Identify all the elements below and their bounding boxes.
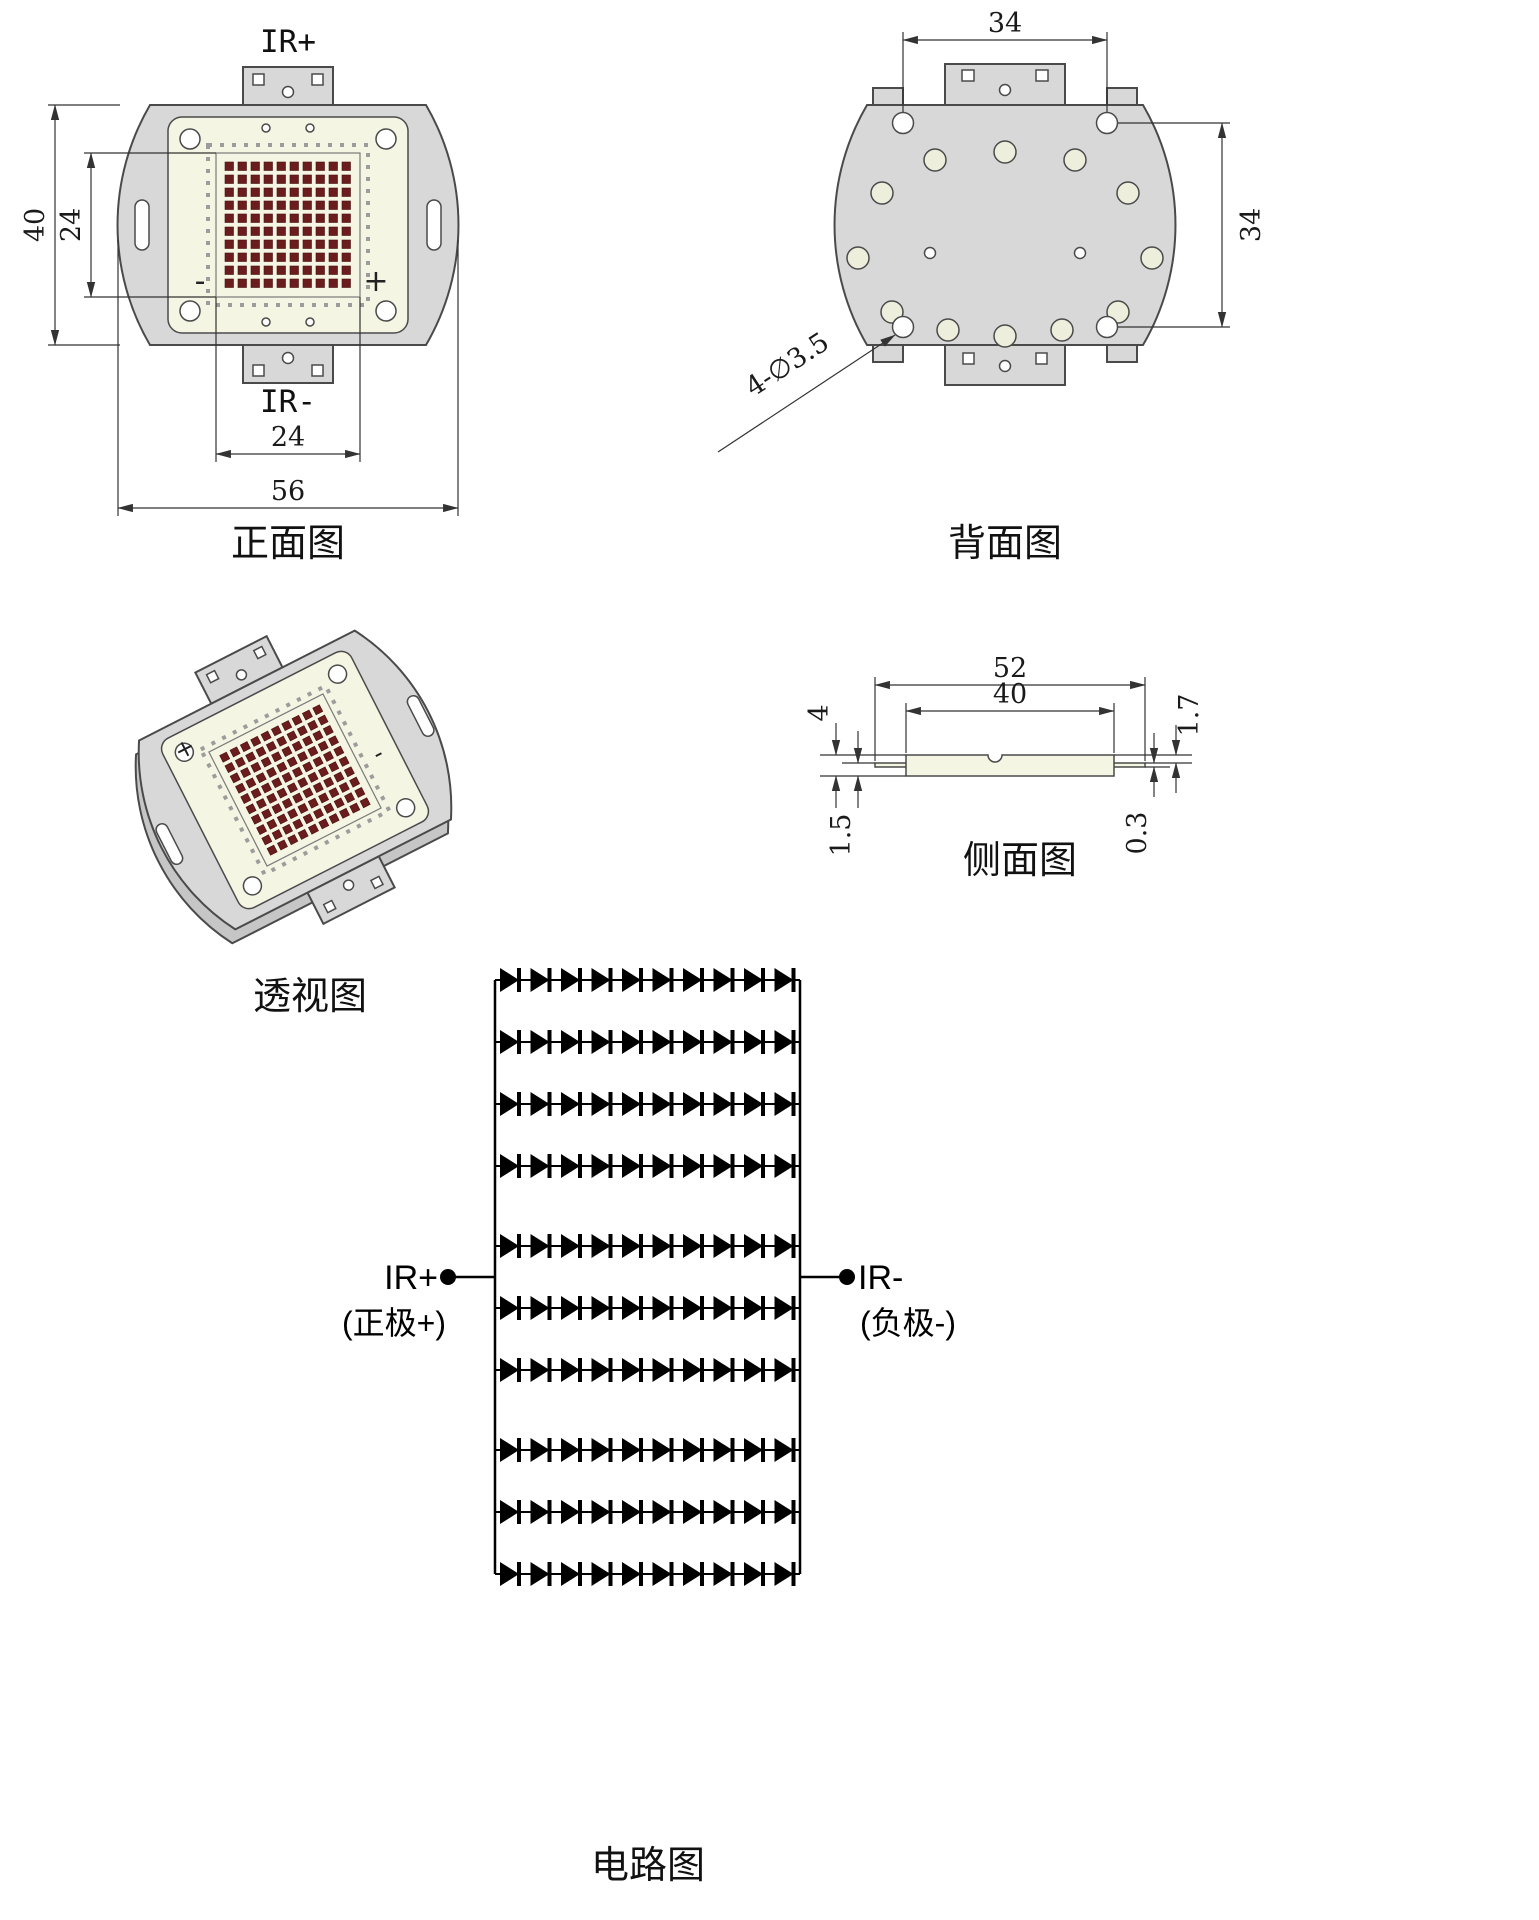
back-edge-tab <box>872 87 904 106</box>
front-tab-hole <box>281 351 295 365</box>
side-body-profile <box>905 754 1115 777</box>
perspective-module: + - <box>134 629 453 945</box>
side-dim-lead-thickness: 0.3 <box>1122 812 1153 855</box>
perspective-tab-notch <box>369 875 385 890</box>
side-view-svg: 52 40 4 1.5 1.7 <box>804 653 1205 882</box>
back-edge-tab <box>1106 87 1138 106</box>
anode-note: (正极+) <box>342 1305 446 1341</box>
front-dim-led-width: 24 <box>271 422 305 453</box>
front-pin-hole <box>261 317 271 327</box>
side-view: 52 40 4 1.5 1.7 <box>740 625 1260 895</box>
front-tab-hole <box>281 85 295 99</box>
back-tab-notch <box>961 69 975 82</box>
front-view: - + 40 24 24 56 IR+ IR- 正面图 <box>10 0 530 580</box>
back-view-svg: 34 34 4-∅3.5 背面图 <box>717 8 1267 565</box>
back-ring-holes <box>846 140 1164 348</box>
front-slot <box>134 199 150 251</box>
front-tab-notch <box>311 73 324 86</box>
front-pin-hole <box>305 123 315 133</box>
perspective-slot <box>406 694 435 737</box>
cathode-note: (负极-) <box>860 1305 956 1341</box>
perspective-led-area <box>208 693 382 867</box>
diode-matrix <box>495 968 800 1586</box>
circuit-diagram-svg: IR+ (正极+) IR- (负极-) 电路图 <box>342 968 956 1887</box>
side-dim-total-height: 4 <box>804 704 835 721</box>
side-dim-top-thickness: 1.7 <box>1174 694 1205 737</box>
back-edge-tab <box>1106 344 1138 363</box>
side-left-lead <box>874 762 908 768</box>
back-dim-hole-span-h: 34 <box>988 8 1022 39</box>
cathode-terminal-dot <box>839 1269 855 1285</box>
back-tab-notch <box>1035 352 1048 365</box>
front-ir-plus-label: IR+ <box>260 24 316 60</box>
perspective-tab-notch <box>205 669 220 684</box>
perspective-screw-hole <box>242 876 263 896</box>
circuit-title: 电路图 <box>591 1845 705 1887</box>
front-dim-outer-height: 40 <box>20 208 51 242</box>
front-view-title: 正面图 <box>231 523 345 565</box>
front-screw-hole <box>179 128 201 150</box>
perspective-view-svg: + - 透视图 <box>134 629 453 1018</box>
cathode-label: IR- <box>858 1259 903 1297</box>
back-view-title: 背面图 <box>948 523 1062 565</box>
back-mounting-holes <box>891 111 1119 339</box>
perspective-bond-pads <box>198 683 392 877</box>
back-tab-hole <box>998 359 1012 373</box>
front-screw-hole <box>375 128 397 150</box>
front-led-area <box>215 152 361 298</box>
back-hole-callout: 4-∅3.5 <box>740 327 835 404</box>
perspective-tab-hole <box>235 669 248 681</box>
anode-terminal-dot <box>440 1269 456 1285</box>
side-dim-base-thickness: 1.5 <box>826 814 857 857</box>
perspective-view-title: 透视图 <box>253 976 367 1018</box>
side-view-title: 侧面图 <box>963 840 1077 882</box>
front-tab-notch <box>252 364 265 377</box>
front-tab-notch <box>311 364 324 377</box>
side-right-lead <box>1112 762 1146 768</box>
side-dim-body-width: 40 <box>993 679 1027 710</box>
side-dim-total-width: 52 <box>993 653 1027 684</box>
front-tab-notch <box>252 73 265 86</box>
front-minus-mark: - <box>195 264 206 299</box>
back-tab-hole <box>998 83 1012 97</box>
front-dim-led-height: 24 <box>56 208 87 242</box>
front-bond-pads <box>206 143 370 307</box>
perspective-screw-hole <box>327 664 348 684</box>
front-pin-hole <box>261 123 271 133</box>
front-led-grid <box>224 161 351 288</box>
perspective-tab-notch <box>252 645 267 660</box>
front-screw-hole <box>375 300 397 322</box>
perspective-tab-notch <box>322 899 337 914</box>
perspective-screw-hole <box>174 742 195 762</box>
front-pin-hole <box>305 317 315 327</box>
front-ir-minus-label: IR- <box>260 384 316 420</box>
front-plus-mark: + <box>363 264 388 299</box>
front-view-svg: - + 40 24 24 56 IR+ IR- 正面图 <box>20 24 460 565</box>
perspective-slot <box>155 823 184 866</box>
back-tab-notch <box>1035 69 1049 82</box>
perspective-tab-hole <box>342 879 355 891</box>
back-view: 34 34 4-∅3.5 背面图 <box>630 0 1270 580</box>
back-body-outline <box>833 104 1177 346</box>
front-slot <box>426 199 442 251</box>
front-screw-hole <box>179 300 201 322</box>
perspective-screw-hole <box>395 798 416 818</box>
back-edge-tab <box>872 344 904 363</box>
perspective-view: + - 透视图 <box>60 585 520 1025</box>
perspective-led-grid <box>219 704 371 856</box>
back-dim-hole-span-v: 34 <box>1236 208 1267 242</box>
anode-label: IR+ <box>384 1259 438 1297</box>
circuit-diagram: IR+ (正极+) IR- (负极-) 电路图 <box>330 920 1050 1920</box>
front-dim-outer-width: 56 <box>271 476 305 507</box>
back-tab-notch <box>962 352 975 365</box>
